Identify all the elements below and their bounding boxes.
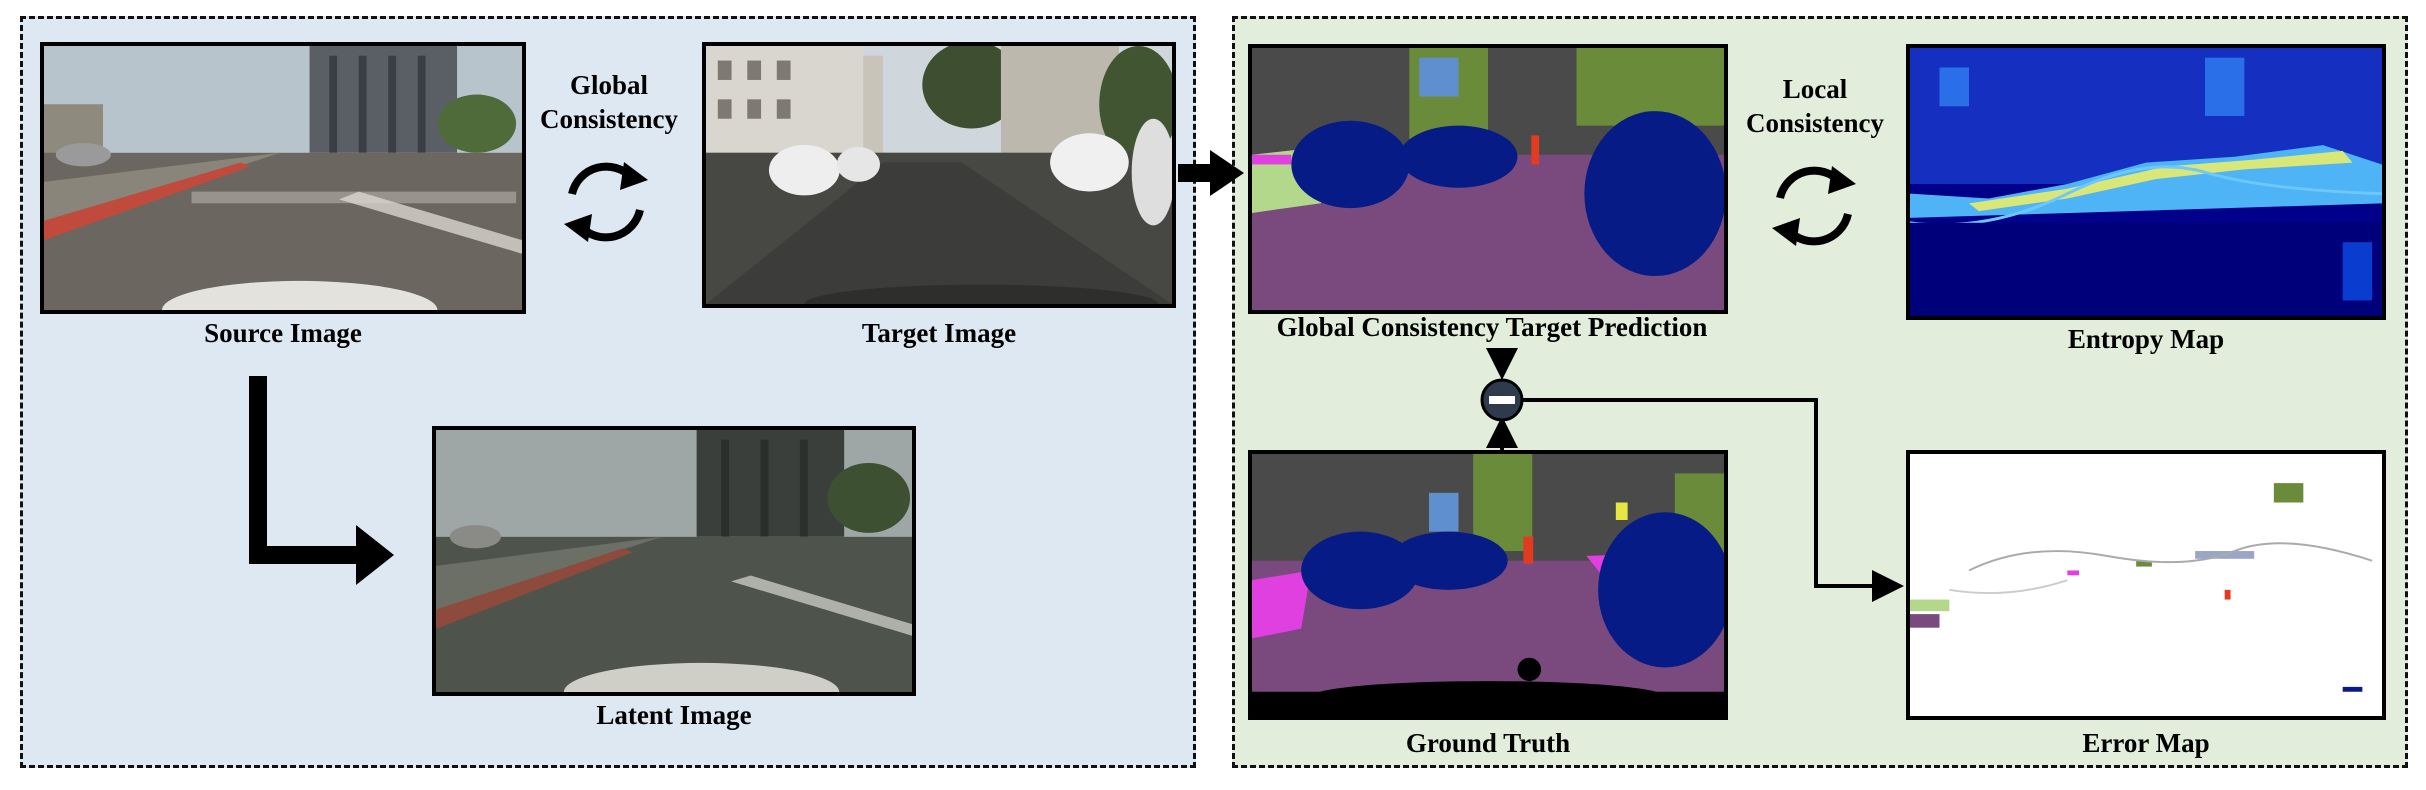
minus-circle-icon (1480, 378, 1524, 422)
global-consistency-label: Global Consistency (528, 68, 690, 136)
source-to-latent-arrow (249, 376, 394, 585)
circular-arrows-icon (564, 162, 648, 242)
global-consistency-line1: Global (569, 70, 649, 100)
source-image-caption: Source Image (204, 318, 362, 348)
local-consistency-line2: Consistency (1745, 108, 1884, 138)
prediction-map (1248, 44, 1728, 314)
target-image (702, 42, 1176, 308)
target-image-caption: Target Image (861, 318, 1017, 348)
ground-truth-map (1248, 450, 1728, 720)
local-consistency-line1: Local (1782, 74, 1848, 104)
error-map (1906, 450, 2386, 720)
entropy-map (1906, 44, 2386, 320)
latent-image (432, 426, 916, 696)
error-caption: Error Map (2082, 728, 2210, 758)
ground-truth-caption: Ground Truth (1405, 728, 1571, 758)
global-consistency-line2: Consistency (539, 104, 678, 134)
circular-arrows-icon (1772, 166, 1856, 246)
local-consistency-label: Local Consistency (1740, 72, 1890, 140)
latent-image-caption: Latent Image (596, 700, 752, 730)
minus-to-error-arrow (1522, 398, 1904, 602)
left-to-right-arrow (1178, 150, 1244, 196)
prediction-caption: Global Consistency Target Prediction (1276, 312, 1708, 342)
entropy-caption: Entropy Map (2067, 324, 2225, 354)
source-image (40, 42, 526, 314)
